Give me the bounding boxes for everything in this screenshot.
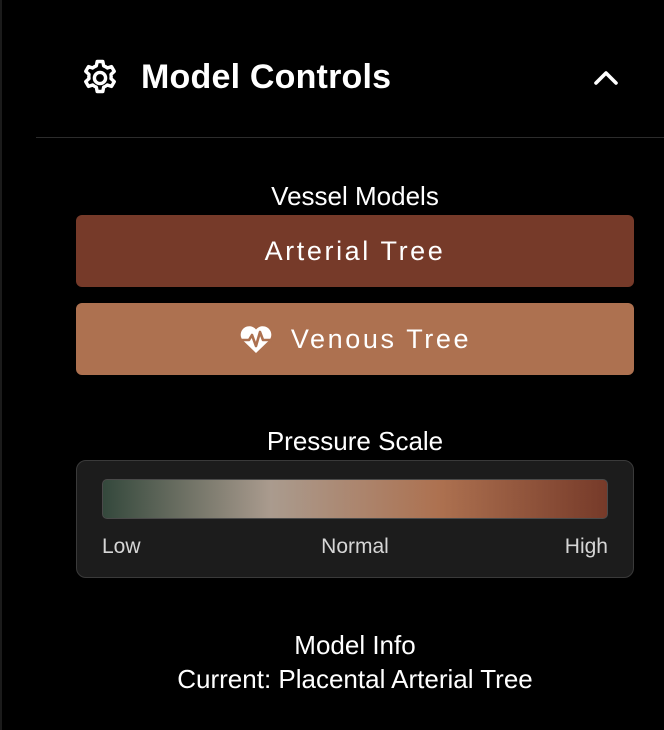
scale-label-normal: Normal: [321, 535, 389, 558]
pressure-gradient-bar: [102, 479, 608, 519]
vessel-models-title: Vessel Models: [271, 181, 439, 211]
pressure-scale-title: Pressure Scale: [266, 426, 444, 456]
chevron-up-icon[interactable]: [590, 62, 622, 94]
pressure-scale-card: Low Normal High: [76, 460, 634, 578]
heartbeat-icon: [238, 326, 273, 353]
scale-label-high: High: [564, 535, 608, 558]
model-info-title: Model Info: [294, 630, 416, 660]
arterial-tree-label: Arterial Tree: [264, 235, 446, 266]
panel-title: Model Controls: [141, 58, 392, 96]
panel-header[interactable]: [36, 0, 664, 138]
panel-left-border: [0, 0, 2, 730]
venous-tree-label: Venous Tree: [290, 323, 472, 354]
gear-icon: [84, 59, 116, 94]
arterial-tree-button[interactable]: Arterial Tree: [76, 215, 634, 287]
scale-label-low: Low: [102, 535, 141, 558]
venous-tree-button[interactable]: Venous Tree: [76, 303, 634, 375]
model-info-current: Current: Placental Arterial Tree: [177, 664, 533, 694]
